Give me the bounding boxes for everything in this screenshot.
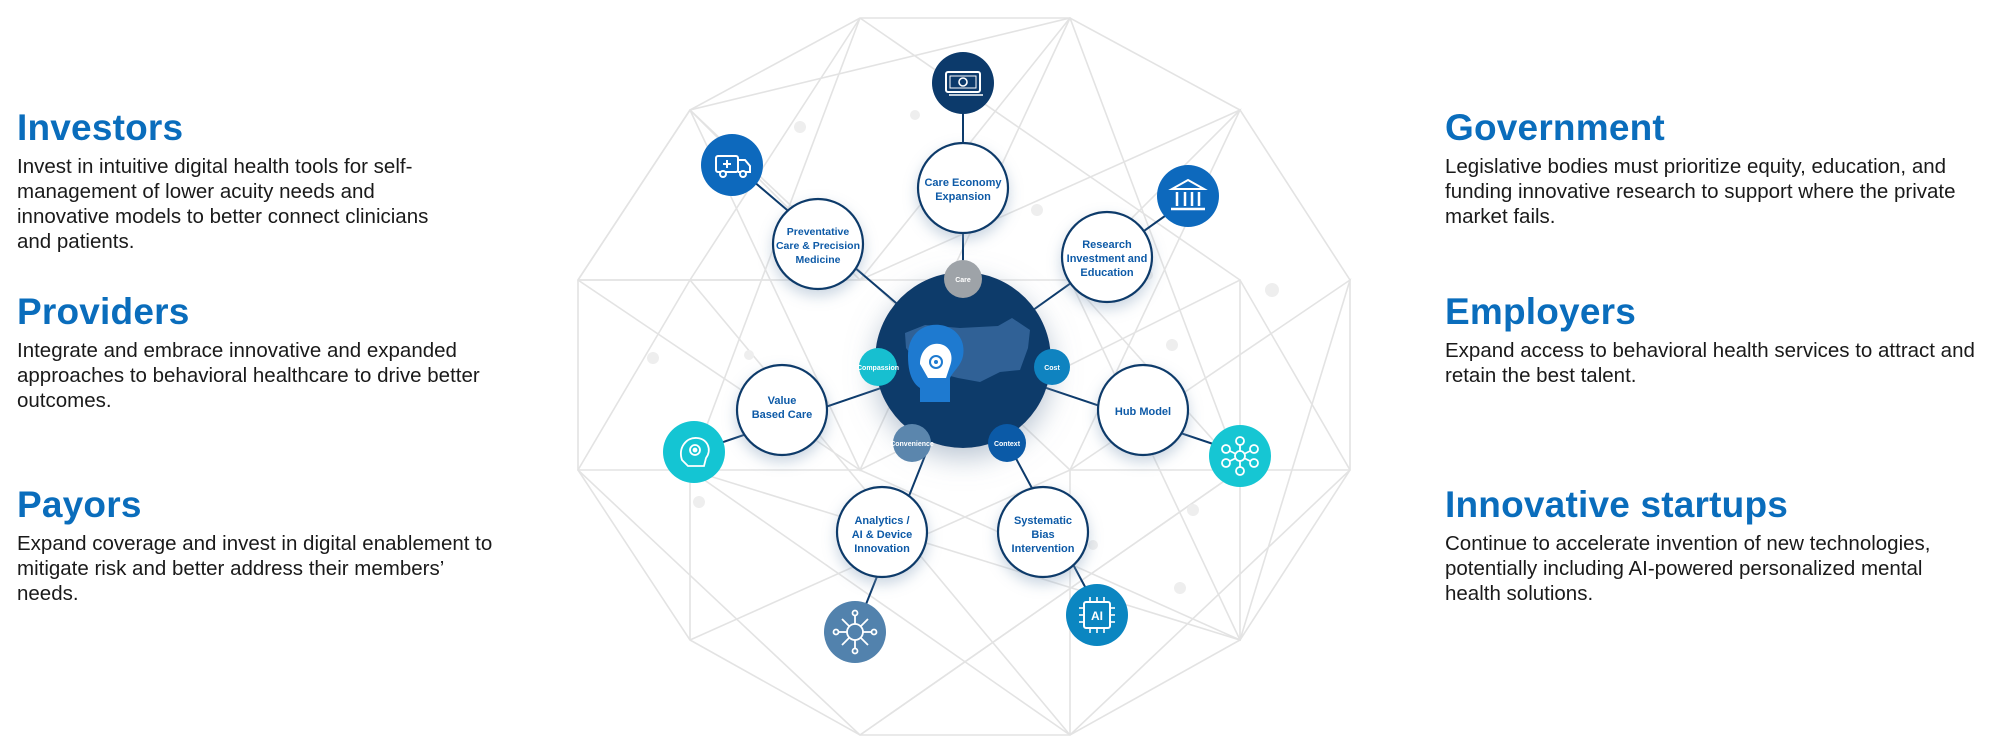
- innovative-startups-title: Innovative startups: [1445, 484, 1789, 525]
- money-icon: [932, 52, 994, 114]
- node-hub-model: Hub Model: [1096, 363, 1190, 457]
- svg-text:Compassion: Compassion: [857, 365, 899, 372]
- svg-text:Based Care: Based Care: [752, 409, 813, 421]
- node-preventative: Preventative Care & Precision Medicine: [771, 197, 865, 291]
- us-map-head-icon: [908, 324, 964, 402]
- payors-title: Payors: [17, 484, 142, 525]
- svg-text:Care Economy: Care Economy: [924, 177, 1002, 189]
- node-value-based-care: Value Based Care: [735, 363, 829, 457]
- payors-block: Payors Expand coverage and invest in dig…: [17, 483, 497, 606]
- providers-block: Providers Integrate and embrace innovati…: [17, 290, 517, 413]
- outer-icons: AI: [663, 52, 1271, 663]
- svg-text:Preventative: Preventative: [787, 226, 850, 238]
- employers-block: Employers Expand access to behavioral he…: [1445, 290, 1990, 388]
- node-systematic-bias: Systematic Bias Intervention: [996, 485, 1090, 579]
- brain-gear-icon: [663, 421, 725, 483]
- employers-text: Expand access to behavioral health servi…: [1445, 339, 1975, 387]
- svg-text:Cost: Cost: [1044, 365, 1060, 372]
- ai-chip-icon: AI: [1066, 584, 1128, 646]
- connector-cost: Cost: [1034, 349, 1070, 385]
- svg-text:Expansion: Expansion: [935, 191, 991, 203]
- svg-text:Analytics /: Analytics /: [854, 515, 909, 527]
- government-block: Government Legislative bodies must prior…: [1445, 106, 1990, 229]
- svg-text:Systematic: Systematic: [1014, 515, 1072, 527]
- government-title: Government: [1445, 107, 1665, 148]
- ambulance-icon: [701, 134, 763, 196]
- connector-context: Context: [988, 424, 1026, 462]
- government-building-icon: [1157, 165, 1219, 227]
- central-hub: [875, 272, 1051, 448]
- circuit-brain-icon: [824, 601, 886, 663]
- connector-compassion: Compassion: [857, 348, 899, 386]
- providers-text: Integrate and embrace innovative and exp…: [17, 339, 480, 412]
- node-analytics: Analytics / AI & Device Innovation: [835, 485, 929, 579]
- connector-care: Care: [944, 260, 982, 298]
- network-nodes-icon: [1209, 425, 1271, 487]
- innovative-startups-text: Continue to accelerate invention of new …: [1445, 532, 1931, 605]
- investors-text: Invest in intuitive digital health tools…: [17, 155, 429, 253]
- employers-title: Employers: [1445, 291, 1636, 332]
- providers-title: Providers: [17, 291, 190, 332]
- svg-text:Education: Education: [1080, 267, 1133, 279]
- svg-text:AI: AI: [1091, 609, 1103, 623]
- connector-nodes: Care Cost Context Convenience Compassion: [857, 260, 1070, 462]
- topic-nodes: Care Economy Expansion Research Investme…: [735, 141, 1190, 579]
- node-research: Research Investment and Education: [1060, 210, 1154, 304]
- svg-text:Research: Research: [1082, 239, 1132, 251]
- investors-title: Investors: [17, 107, 184, 148]
- svg-text:Intervention: Intervention: [1012, 543, 1075, 555]
- svg-text:Care: Care: [955, 277, 971, 284]
- svg-text:Context: Context: [994, 441, 1021, 448]
- investors-block: Investors Invest in intuitive digital he…: [17, 106, 467, 254]
- svg-text:Convenience: Convenience: [890, 441, 934, 448]
- payors-text: Expand coverage and invest in digital en…: [17, 532, 493, 605]
- innovative-startups-block: Innovative startups Continue to accelera…: [1445, 483, 1975, 606]
- svg-text:Medicine: Medicine: [796, 254, 841, 266]
- node-care-economy: Care Economy Expansion: [916, 141, 1010, 235]
- svg-text:Care & Precision: Care & Precision: [776, 240, 860, 252]
- svg-text:AI & Device: AI & Device: [852, 529, 913, 541]
- svg-text:Hub Model: Hub Model: [1115, 406, 1171, 418]
- svg-text:Investment and: Investment and: [1067, 253, 1148, 265]
- svg-text:Bias: Bias: [1031, 529, 1054, 541]
- svg-text:Value: Value: [768, 395, 797, 407]
- svg-text:Innovation: Innovation: [854, 543, 910, 555]
- government-text: Legislative bodies must prioritize equit…: [1445, 155, 1956, 228]
- connector-convenience: Convenience: [890, 424, 934, 462]
